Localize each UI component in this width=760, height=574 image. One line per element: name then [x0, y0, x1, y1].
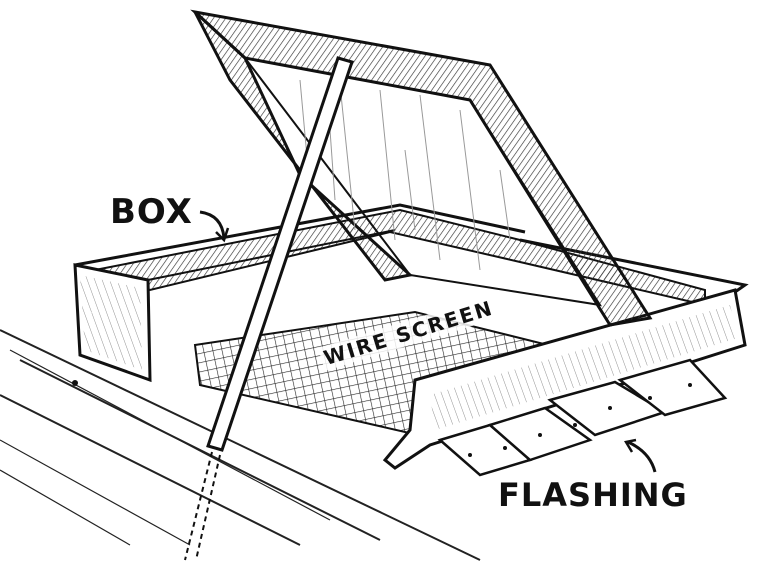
box-label: BOX — [110, 192, 193, 232]
flashing-leader-arrow — [628, 442, 655, 472]
box-leader-arrow — [200, 212, 224, 238]
flashing-label: FLASHING — [498, 476, 688, 514]
